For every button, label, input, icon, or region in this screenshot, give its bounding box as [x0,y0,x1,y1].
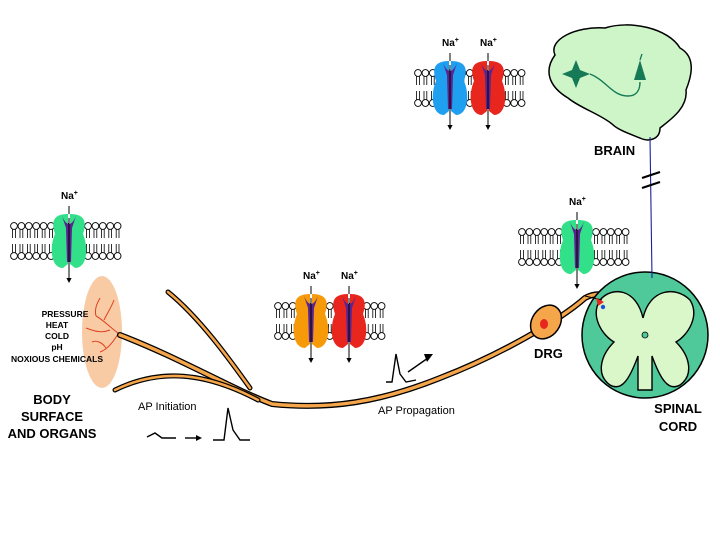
svg-text:CORD: CORD [659,419,697,434]
sodium-ion-label: Na+ [480,37,497,49]
sodium-channel-icon: Na+ [432,37,468,130]
free-nerve-endings [85,297,126,353]
svg-text:AND ORGANS: AND ORGANS [8,426,97,441]
ap-waveform-icon [386,353,433,383]
svg-text:BODY: BODY [33,392,71,407]
spinal-cord-label: SPINAL CORD [654,401,702,434]
ap-propagation-label: AP Propagation [378,405,455,417]
stimulus-ph: pH [51,342,62,352]
sodium-ion-label: Na+ [61,190,78,202]
lipid-bilayer-icon [414,69,526,107]
svg-text:SPINAL: SPINAL [654,401,702,416]
afferent-nerve-fiber [112,289,623,409]
stimulus-cold: COLD [45,331,69,341]
brain [548,24,692,141]
svg-text:SURFACE: SURFACE [21,409,83,424]
spinal-cord-section [581,271,709,399]
lipid-bilayer-icon [274,302,386,340]
stimulus-noxious-chemicals: NOXIOUS CHEMICALS [11,354,103,364]
stimulus-list: PRESSURE HEAT COLD pH NOXIOUS CHEMICALS [11,309,103,364]
sodium-ion-label: Na+ [341,270,358,282]
brain-label: BRAIN [594,143,635,158]
sodium-channel-icon: Na+ [559,196,595,289]
sodium-channel-icon: Na+ [331,270,367,363]
body-surface-label: BODY SURFACE AND ORGANS [8,392,97,441]
stimulus-pressure: PRESSURE [42,309,89,319]
sodium-channel-icon: Na+ [51,190,87,283]
neuron-icon [562,60,590,88]
drg-label: DRG [534,346,563,361]
sodium-ion-label: Na+ [442,37,459,49]
stimulus-heat: HEAT [46,320,69,330]
sodium-ion-label: Na+ [303,270,320,282]
sodium-ion-label: Na+ [569,196,586,208]
dorsal-root-ganglion [529,304,563,340]
sodium-channel-icon: Na+ [293,270,329,363]
ascending-tract [641,136,661,279]
ap-waveform-icon [146,407,250,441]
ap-initiation-label: AP Initiation [138,401,197,413]
sodium-channel-icon: Na+ [470,37,506,130]
